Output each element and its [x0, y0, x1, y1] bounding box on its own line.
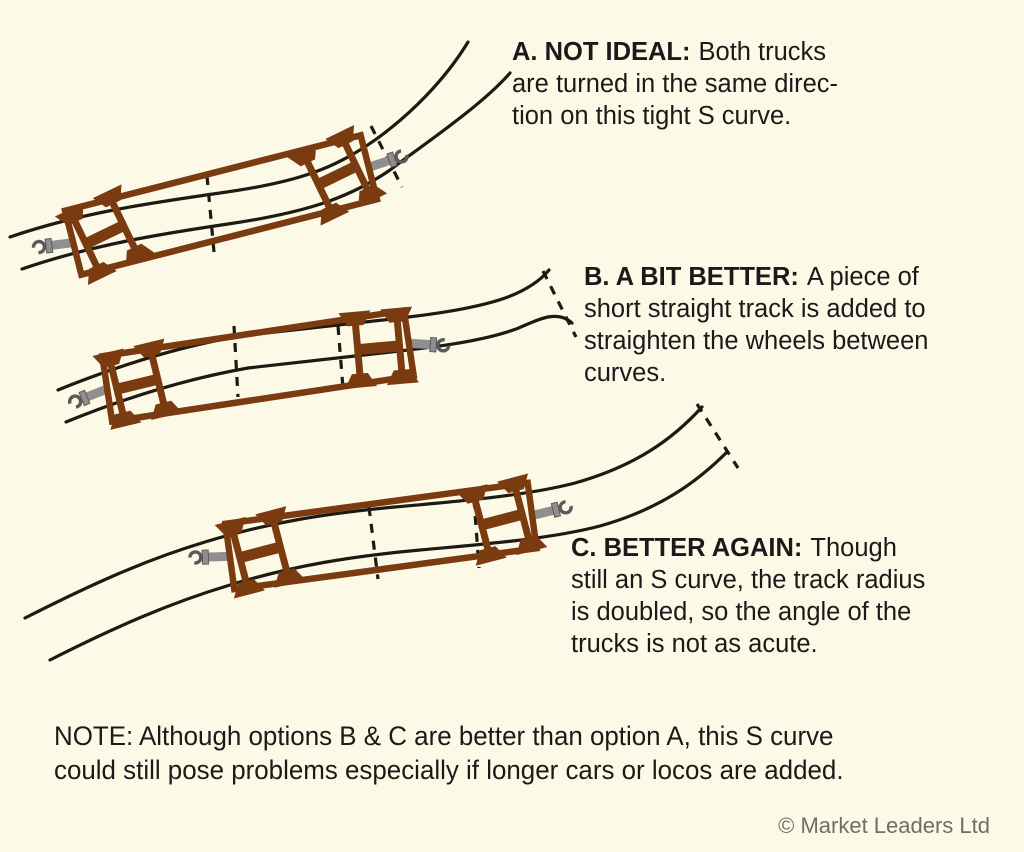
caption-a-line1: A. NOT IDEAL:Both trucks: [512, 36, 838, 68]
caption-a-line2: are turned in the same direc-: [512, 70, 838, 98]
caption-b-line1: B. A BIT BETTER:A piece of: [584, 261, 928, 293]
track-joint-dashed-line: [695, 403, 740, 469]
straight-section-dashed-line: [336, 325, 345, 389]
car-body-outline: [221, 479, 541, 593]
caption-c-label: C. BETTER AGAIN:: [571, 534, 803, 562]
caption-b-text: A piece of: [806, 263, 919, 291]
note-line1: NOTE: Although options B & C are better …: [54, 721, 834, 751]
copyright-text: © Market Leaders Ltd: [778, 813, 990, 838]
caption-a-text: Both trucks: [698, 38, 827, 66]
diagram-a: [8, 40, 512, 296]
caption-a-label: A. NOT IDEAL:: [512, 38, 691, 66]
diagram-a-car: [30, 114, 411, 296]
track-joint-dashed-line: [541, 270, 578, 338]
car-body-outline: [98, 306, 418, 426]
coupler-left: [187, 547, 233, 567]
caption-b: B. A BIT BETTER:A piece of short straigh…: [584, 261, 928, 389]
caption-c-line1: C. BETTER AGAIN:Though: [571, 532, 925, 564]
caption-c: C. BETTER AGAIN:Though still an S curve,…: [571, 532, 925, 660]
caption-c-line3: is doubled, so the angle of the: [571, 598, 912, 626]
rail: [8, 40, 470, 239]
car-body-outline: [61, 131, 381, 279]
rail: [56, 268, 551, 392]
diagram-a-track: [8, 40, 512, 271]
note-text: NOTE: Although options B & C are better …: [54, 719, 844, 787]
diagram-c-car: [187, 468, 575, 603]
rail: [64, 314, 574, 424]
straight-section-dashed-line: [232, 325, 240, 398]
note-line2: could still pose problems especially if …: [54, 755, 844, 785]
caption-c-line4: trucks is not as acute.: [571, 630, 818, 658]
diagram-b-car: [65, 297, 451, 436]
rail: [23, 405, 704, 620]
diagram-c: [23, 403, 740, 662]
coupler-left: [30, 233, 77, 257]
track-joint-dashed-line: [367, 506, 380, 580]
caption-c-text: Though: [810, 534, 897, 562]
caption-b-line4: curves.: [584, 359, 667, 387]
caption-b-label: B. A BIT BETTER:: [584, 263, 799, 291]
rail: [20, 71, 512, 271]
caption-a: A. NOT IDEAL:Both trucks are turned in t…: [512, 36, 838, 132]
track-joint-dashed-line: [205, 175, 216, 253]
coupler-right: [528, 497, 575, 525]
caption-c-line2: still an S curve, the track radius: [571, 566, 926, 594]
diagram-b: [56, 268, 578, 436]
track-joint-dashed-line: [369, 125, 404, 188]
caption-b-line3: straighten the wheels between: [584, 327, 929, 355]
caption-b-line2: short straight track is added to: [584, 295, 926, 323]
caption-a-line3: tion on this tight S curve.: [512, 102, 792, 130]
rail: [48, 450, 729, 662]
